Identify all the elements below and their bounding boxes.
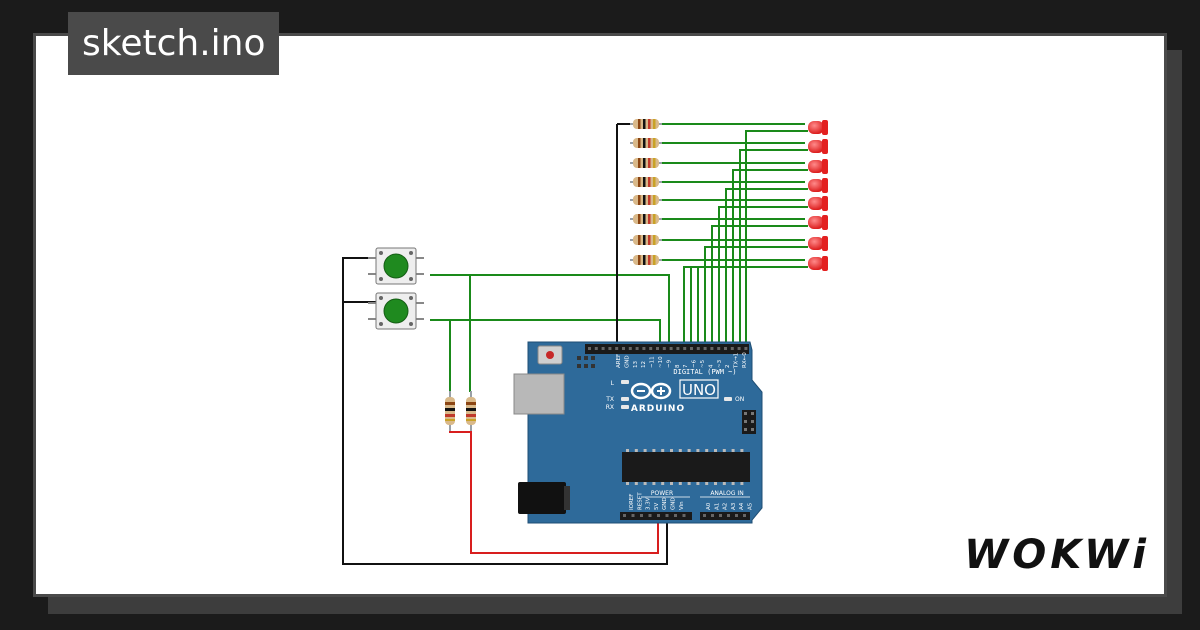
wire-pin-5[interactable] [711, 225, 808, 346]
atmega-chip [622, 452, 750, 482]
pin-label: Vin [679, 501, 685, 510]
power-jack [518, 482, 566, 514]
pin-label: 13 [633, 361, 639, 368]
wires [342, 123, 808, 565]
push-button-1[interactable] [368, 247, 424, 285]
wire-pin-8[interactable] [690, 266, 808, 346]
led-4[interactable] [808, 178, 828, 193]
analog-header [700, 512, 750, 520]
pin-label: TX→1 [734, 353, 740, 369]
pin-label: ~5 [700, 359, 706, 368]
file-tab[interactable]: sketch.ino [68, 12, 280, 75]
resistor-led-1[interactable] [630, 119, 662, 129]
power-header [620, 512, 692, 520]
wire-gnd-button-1[interactable] [342, 257, 668, 565]
led-label-tx: TX [605, 396, 614, 403]
pulldown-resistors [445, 391, 476, 431]
usb-port [513, 373, 565, 415]
resistor-led-2[interactable] [630, 138, 662, 148]
led-6[interactable] [808, 215, 828, 230]
pin-label: A2 [723, 503, 729, 510]
led-5[interactable] [808, 196, 828, 211]
resistor-led-6[interactable] [630, 214, 662, 224]
pin-label: 8 [675, 364, 681, 368]
led-label-on: ON [735, 396, 744, 403]
wire-pin-4[interactable] [718, 206, 808, 346]
pin-label: ~6 [692, 359, 698, 368]
led-8[interactable] [808, 256, 828, 271]
pin-label: A5 [748, 502, 754, 510]
pin-label: 3.3V [646, 497, 652, 510]
wire-button-2-resistor[interactable] [430, 319, 451, 392]
wokwi-logo: WOKWi [964, 532, 1150, 578]
arduino-logo [630, 382, 672, 400]
digital-label: DIGITAL (PWM ~) [673, 368, 736, 376]
pin-label: ~3 [717, 359, 723, 368]
resistor-pulldown-2[interactable] [466, 391, 476, 431]
resistor-led-8[interactable] [630, 255, 662, 265]
pin-label: 5V [654, 503, 660, 510]
pin-label: A1 [714, 503, 720, 510]
pin-label: GND [671, 497, 677, 510]
pin-label: ~9 [666, 359, 672, 368]
analog-label: ANALOG IN [710, 490, 743, 497]
led-resistor-group [630, 119, 662, 265]
led-1[interactable] [808, 120, 828, 135]
wire-5v[interactable] [449, 430, 659, 554]
wire-pin-0[interactable] [745, 130, 808, 346]
wire-button-2-pin[interactable] [430, 319, 661, 346]
resistor-led-7[interactable] [630, 235, 662, 245]
led-7[interactable] [808, 236, 828, 251]
pin-label: RESET [637, 492, 643, 510]
pin-label: ~10 [658, 356, 664, 368]
resistor-led-4[interactable] [630, 177, 662, 187]
wire-pin-1[interactable] [739, 149, 808, 346]
pin-label: GND [662, 497, 668, 510]
pin-label: RX←0 [742, 352, 748, 368]
board-model: UNO [682, 381, 716, 399]
led-label-l: L [611, 380, 615, 387]
wire-pin-3[interactable] [725, 188, 808, 346]
wire-pin-6[interactable] [704, 246, 808, 346]
status-leds: L TX RX ON [605, 380, 744, 411]
pin-label: A4 [739, 502, 745, 510]
resistor-led-5[interactable] [630, 195, 662, 205]
led-3[interactable] [808, 159, 828, 174]
digital-header [585, 344, 749, 354]
pin-label: 12 [641, 361, 647, 368]
pin-label: A0 [706, 502, 712, 510]
pin-label: GND [624, 355, 630, 368]
pin-label: 7 [683, 364, 689, 368]
board-logo-text: ARDUINO [631, 404, 685, 414]
led-group [808, 120, 828, 271]
pin-label: AREF [616, 354, 622, 368]
wire-button-1-pin[interactable] [430, 274, 670, 346]
wire-pin-9[interactable] [683, 266, 808, 346]
push-buttons [368, 247, 424, 330]
resistor-led-3[interactable] [630, 158, 662, 168]
pin-label: 4 [708, 364, 714, 368]
wire-pin-2[interactable] [732, 169, 808, 346]
pin-label: 2 [725, 365, 731, 369]
wire-pin-7[interactable] [697, 266, 808, 346]
pin-label: A3 [731, 502, 737, 510]
resistor-pulldown-1[interactable] [445, 391, 455, 431]
led-label-rx: RX [606, 404, 614, 411]
wire-button-1-resistor[interactable] [430, 274, 471, 392]
power-label: POWER [651, 490, 673, 497]
push-button-2[interactable] [368, 292, 424, 330]
pin-label: ~11 [650, 356, 656, 368]
led-2[interactable] [808, 139, 828, 154]
icsp-header-top [577, 356, 595, 368]
pin-label: IOREF [629, 494, 635, 510]
